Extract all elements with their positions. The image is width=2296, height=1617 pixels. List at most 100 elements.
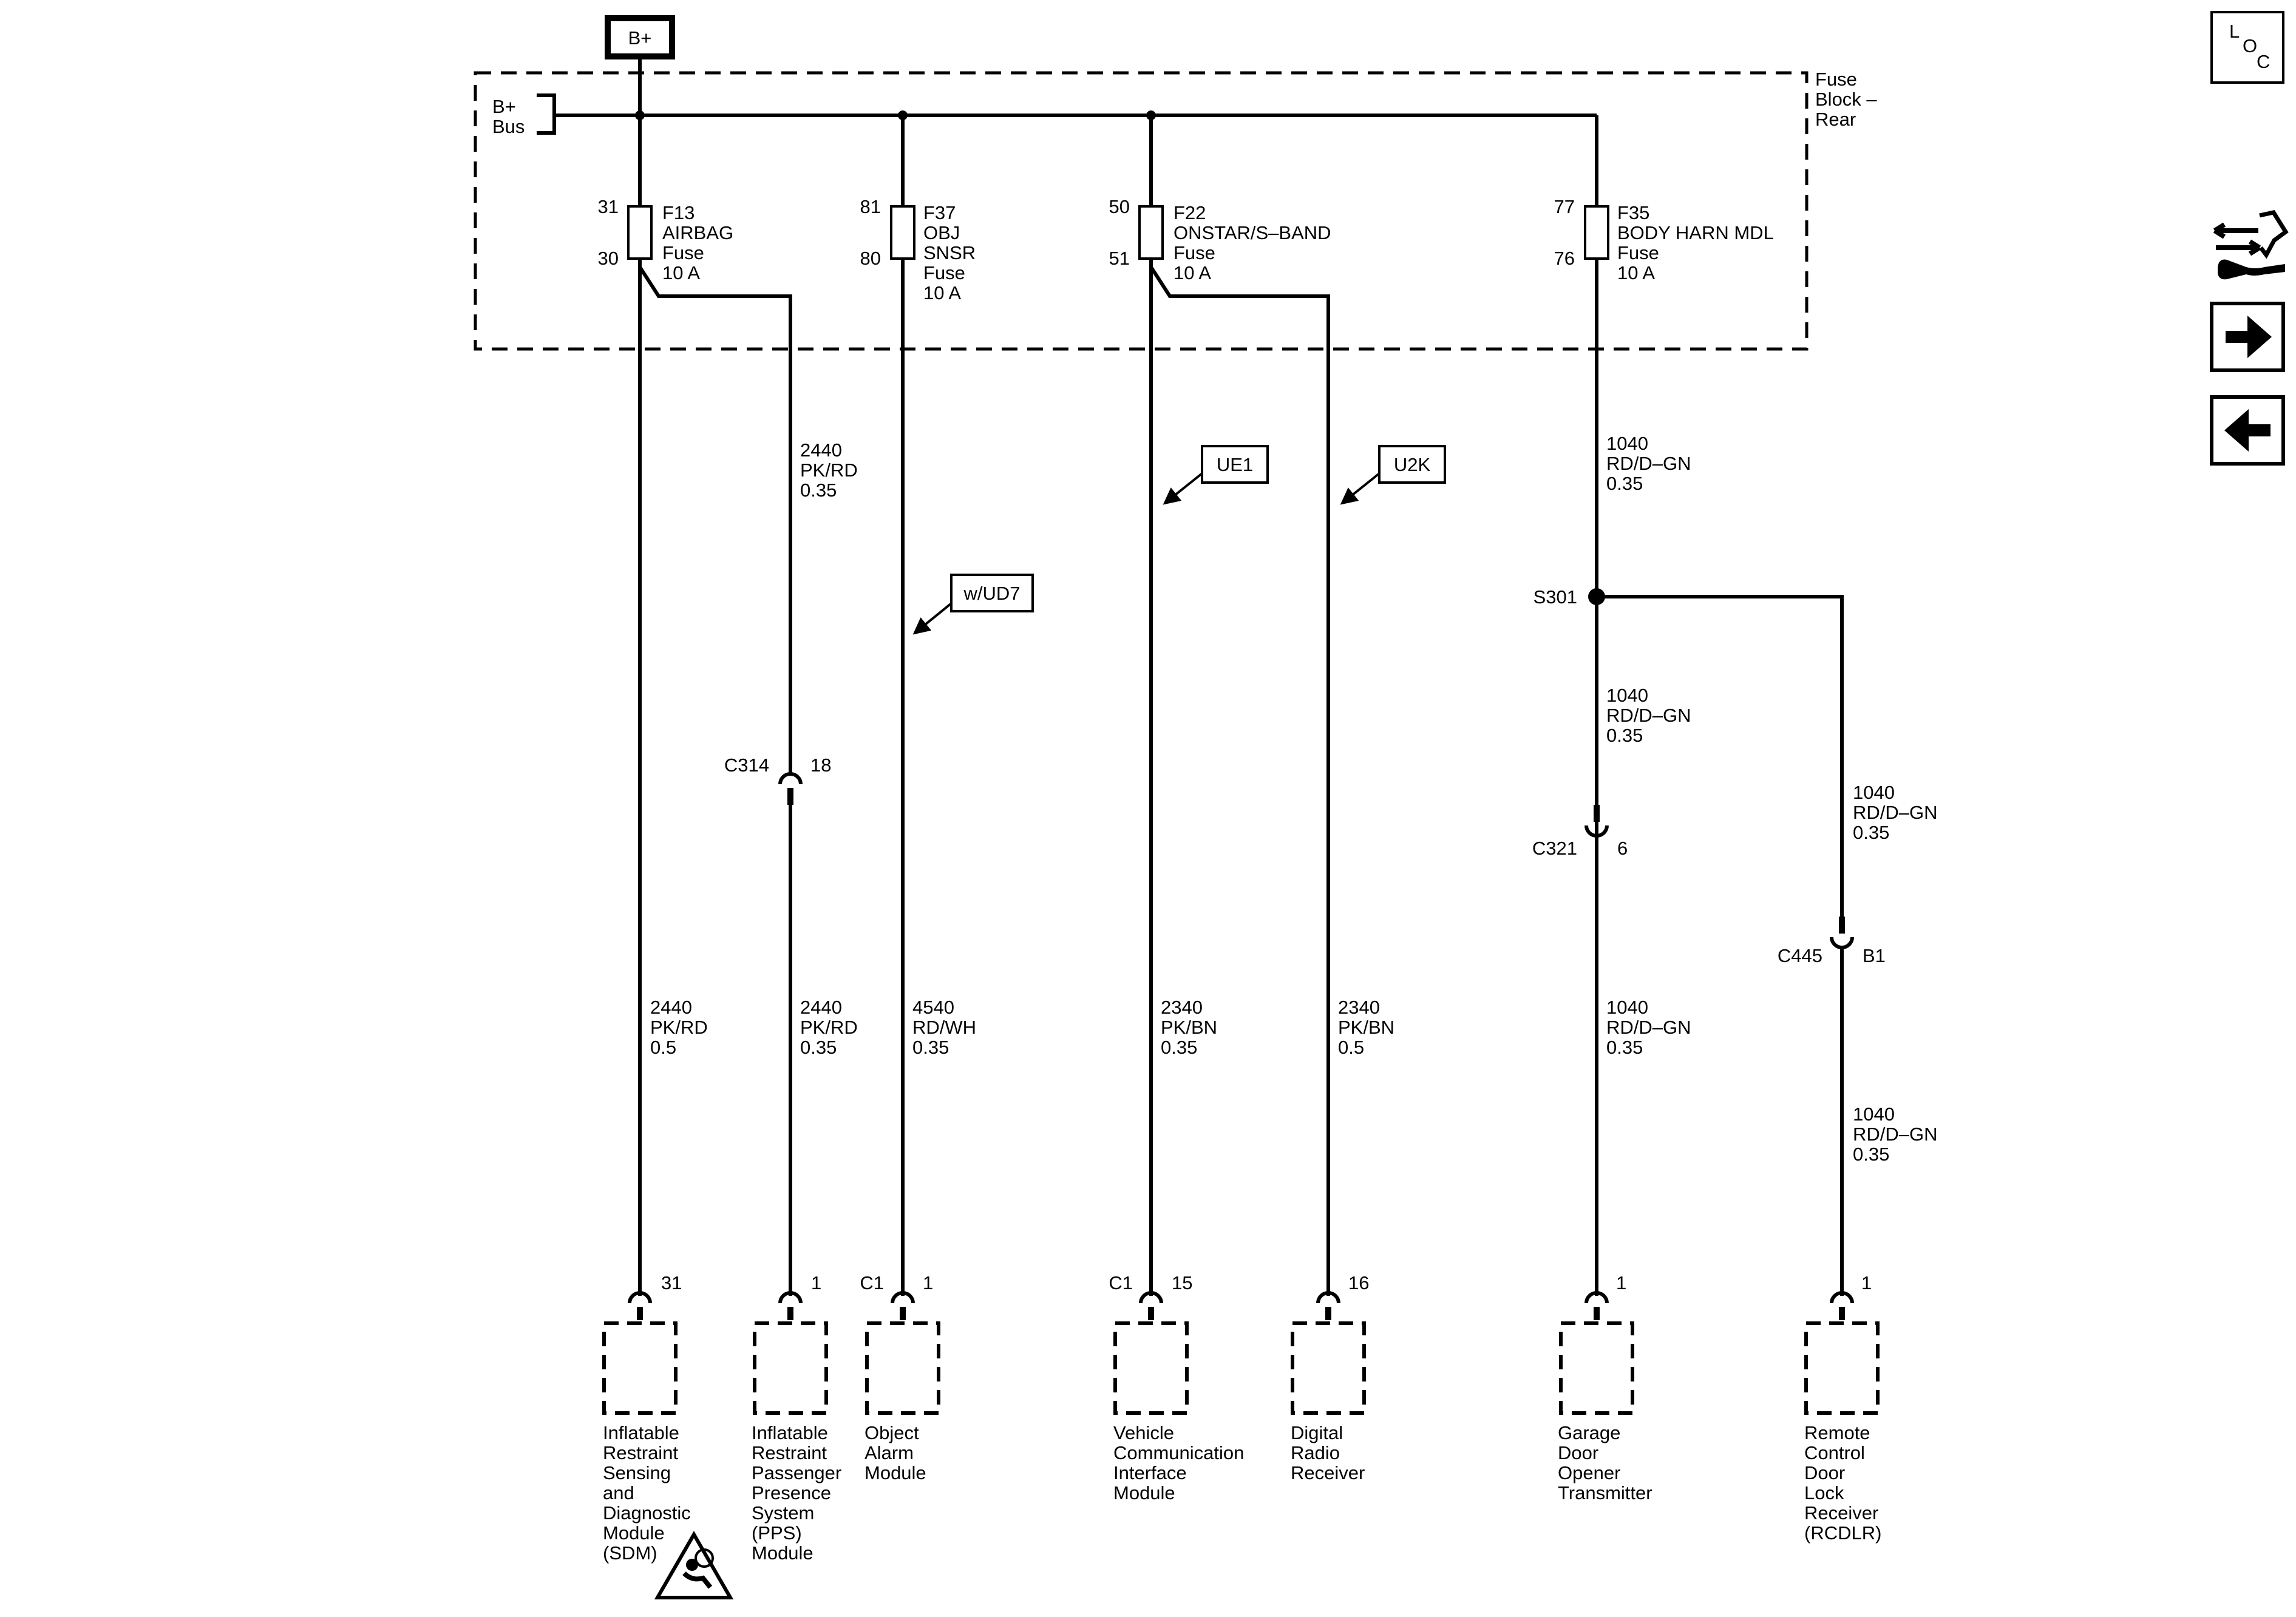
previous-page-button[interactable] [2210,395,2285,466]
svg-text:S301: S301 [1533,586,1577,608]
svg-text:0.35: 0.35 [1853,1144,1889,1165]
option-label-wud7: w/UD7 [912,574,1034,635]
svg-text:RD/D–GN: RD/D–GN [1606,1017,1691,1038]
svg-text:SNSR: SNSR [923,242,976,263]
svg-text:Restraint: Restraint [752,1442,827,1463]
svg-text:10 A: 10 A [923,282,961,303]
svg-text:Radio: Radio [1291,1442,1340,1463]
svg-text:Module: Module [752,1542,813,1564]
svg-text:L: L [2229,21,2240,42]
module-pps: 1 Inflatable Restraint Passenger Presenc… [752,1272,841,1564]
svg-text:81: 81 [860,196,881,217]
svg-text:Object: Object [864,1422,919,1443]
svg-text:1040: 1040 [1606,685,1648,706]
wire-label-4540: 4540 RD/WH 0.35 [912,997,976,1058]
svg-text:80: 80 [860,248,881,269]
module-vcim: C1 15 Vehicle Communication Interface Mo… [1109,1272,1244,1503]
svg-text:Alarm: Alarm [864,1442,914,1463]
svg-text:Inflatable: Inflatable [752,1422,828,1443]
svg-text:(PPS): (PPS) [752,1522,802,1544]
bplus-bus: B+ Bus [492,56,1597,137]
fuse-f22: 50 51 F22 ONSTAR/S–BAND Fuse 10 A [1109,115,1331,1296]
svg-text:10 A: 10 A [1617,262,1655,283]
wire-label-1040-e: 1040 RD/D–GN 0.35 [1853,1103,1938,1165]
wire-label-2340-radio: 2340 PK/BN 0.5 [1338,997,1394,1058]
svg-text:C321: C321 [1532,838,1577,859]
svg-text:10 A: 10 A [1173,262,1211,283]
inline-connector-c445: C445 B1 [1778,917,1886,966]
wire-label-1040-c: 1040 RD/D–GN 0.35 [1853,782,1938,843]
svg-text:B+: B+ [492,96,516,117]
inline-connector-c314: C314 18 [724,754,831,1296]
module-rcdlr: 1 Remote Control Door Lock Receiver (RCD… [1804,1272,1881,1544]
svg-text:BODY HARN MDL: BODY HARN MDL [1617,222,1774,243]
connector-end-view-icon[interactable] [2213,210,2289,280]
svg-text:Presence: Presence [752,1482,831,1503]
svg-text:Control: Control [1804,1442,1865,1463]
svg-text:4540: 4540 [912,997,954,1018]
fuse-f37: 81 80 F37 OBJ SNSR Fuse 10 A [860,115,976,1296]
svg-text:and: and [603,1482,634,1503]
svg-text:Receiver: Receiver [1291,1462,1365,1483]
svg-text:F13: F13 [662,202,695,223]
svg-text:0.35: 0.35 [912,1037,949,1058]
svg-text:Lock: Lock [1804,1482,1844,1503]
svg-text:Fuse: Fuse [1617,242,1659,263]
svg-text:Digital: Digital [1291,1422,1343,1443]
svg-text:1: 1 [923,1272,933,1293]
svg-text:0.5: 0.5 [650,1037,676,1058]
svg-text:F35: F35 [1617,202,1649,223]
svg-text:0.5: 0.5 [1338,1037,1364,1058]
component-locator-icon[interactable]: L O C [2210,11,2284,84]
svg-text:F22: F22 [1173,202,1206,223]
wire-label-1040-d: 1040 RD/D–GN 0.35 [1606,997,1691,1058]
svg-text:0.35: 0.35 [800,1037,837,1058]
svg-text:C: C [2257,51,2270,72]
svg-text:1: 1 [1616,1272,1626,1293]
right-arrow-icon [2226,316,2272,358]
splice-s301: S301 [1533,586,1844,1296]
svg-text:B1: B1 [1863,945,1886,966]
svg-text:0.35: 0.35 [1853,822,1889,843]
svg-text:w/UD7: w/UD7 [963,583,1020,604]
wire-label-1040-a: 1040 RD/D–GN 0.35 [1606,433,1691,494]
svg-text:C1: C1 [1109,1272,1133,1293]
svg-text:18: 18 [810,754,831,776]
module-sdm: 31 Inflatable Restraint Sensing and Diag… [602,1272,734,1599]
wire-label-1040-b: 1040 RD/D–GN 0.35 [1606,685,1691,746]
fuse-pin-out: 30 [598,248,619,269]
airbag-warning-icon [654,1530,734,1599]
power-label: B+ [628,27,652,49]
svg-text:Receiver: Receiver [1804,1502,1878,1524]
option-label-ue1: UE1 [1163,445,1269,505]
svg-text:UE1: UE1 [1217,454,1253,475]
svg-text:Vehicle: Vehicle [1113,1422,1174,1443]
svg-text:2440: 2440 [650,997,692,1018]
svg-text:Door: Door [1804,1462,1845,1483]
svg-text:Fuse: Fuse [1815,69,1857,90]
svg-text:Diagnostic: Diagnostic [603,1502,691,1524]
svg-text:Communication: Communication [1113,1442,1244,1463]
svg-text:31: 31 [661,1272,682,1293]
svg-text:RD/D–GN: RD/D–GN [1606,705,1691,726]
fuse-block-outline [474,71,1809,351]
inline-connector-c321: C321 6 [1532,597,1628,859]
battery-positive-source: B+ [605,15,675,59]
wire-label-2440-pps: 2440 PK/RD 0.35 [800,997,858,1058]
svg-text:Module: Module [1113,1482,1175,1503]
svg-text:C445: C445 [1778,945,1822,966]
svg-text:RD/D–GN: RD/D–GN [1853,1124,1938,1145]
svg-text:0.35: 0.35 [1606,725,1643,746]
svg-text:(SDM): (SDM) [603,1542,657,1564]
svg-text:1040: 1040 [1606,433,1648,454]
svg-text:(RCDLR): (RCDLR) [1804,1522,1881,1544]
svg-text:10 A: 10 A [662,262,700,283]
svg-text:2340: 2340 [1338,997,1380,1018]
svg-text:Opener: Opener [1558,1462,1620,1483]
svg-text:0.35: 0.35 [1606,1037,1643,1058]
svg-text:Fuse: Fuse [1173,242,1215,263]
next-page-button[interactable] [2210,302,2285,372]
svg-text:Remote: Remote [1804,1422,1870,1443]
svg-text:Garage: Garage [1558,1422,1620,1443]
